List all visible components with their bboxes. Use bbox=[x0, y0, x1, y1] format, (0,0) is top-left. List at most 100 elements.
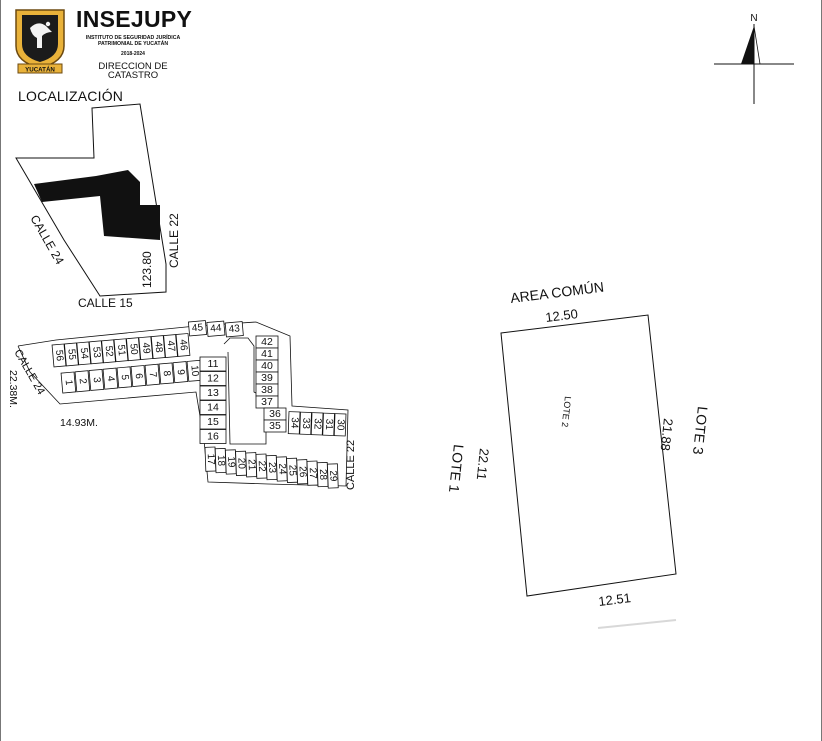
lot-number: 30 bbox=[334, 419, 345, 431]
lot-cell: 12 bbox=[199, 371, 227, 386]
lot-number: 29 bbox=[327, 470, 338, 482]
lot-number: 43 bbox=[228, 323, 240, 335]
dimension-front: 14.93M. bbox=[60, 417, 98, 429]
lot-number: 2 bbox=[77, 378, 88, 385]
north-arrow-icon: N bbox=[714, 13, 794, 104]
lot-number: 46 bbox=[177, 339, 189, 351]
lot-cell: 24 bbox=[275, 456, 288, 482]
south-side-dimension: 12.51 bbox=[598, 590, 632, 609]
lot-number: 52 bbox=[103, 345, 115, 357]
lot-number: 28 bbox=[317, 469, 328, 481]
lot-number: 4 bbox=[105, 375, 116, 382]
location-dimension: 123.80 bbox=[140, 251, 154, 288]
lot-number: 47 bbox=[165, 340, 177, 352]
lot-cell: 53 bbox=[88, 340, 104, 365]
lot-number: 12 bbox=[207, 373, 219, 385]
lot-cell: 32 bbox=[310, 412, 324, 436]
lot-number: 49 bbox=[140, 342, 152, 354]
lot-cell: 40 bbox=[255, 359, 279, 373]
lot-cell: 19 bbox=[224, 449, 237, 475]
area-common-label: AREA COMÚN bbox=[509, 279, 604, 306]
lot-number: 44 bbox=[210, 323, 222, 335]
lot-cell: 49 bbox=[138, 336, 154, 361]
lot-cell: 14 bbox=[199, 400, 227, 415]
lot-number: 15 bbox=[207, 416, 219, 428]
lot-cell: 20 bbox=[235, 450, 247, 476]
lot-number: 40 bbox=[261, 360, 273, 372]
lot-cell: 16 bbox=[199, 429, 227, 444]
location-street-west: CALLE 24 bbox=[27, 213, 67, 268]
location-street-south: CALLE 15 bbox=[78, 296, 133, 310]
lot-cell: 42 bbox=[255, 335, 279, 349]
lot-cell: 56 bbox=[51, 343, 67, 368]
lot-number: 10 bbox=[188, 365, 200, 377]
lot-number: 23 bbox=[266, 462, 277, 474]
lot-cell: 10 bbox=[186, 359, 203, 382]
lot-cell: 50 bbox=[126, 337, 141, 362]
lot-cell: 1 bbox=[60, 371, 77, 394]
shield-label: YUCATÁN bbox=[25, 67, 55, 74]
lot-cell: 47 bbox=[163, 334, 178, 358]
lot-cell: 5 bbox=[116, 366, 133, 389]
lot-cell: 41 bbox=[255, 347, 279, 361]
lot-cell: 23 bbox=[265, 454, 278, 481]
lot-number: 18 bbox=[215, 455, 226, 467]
lot-cell: 45 bbox=[187, 320, 207, 337]
north-label: N bbox=[750, 13, 757, 24]
lot-number: 22 bbox=[256, 460, 267, 472]
lot-number: 26 bbox=[297, 466, 308, 478]
lot-number: 16 bbox=[207, 431, 219, 443]
lot-cell: 48 bbox=[150, 335, 166, 359]
lot-cell: 9 bbox=[172, 361, 189, 384]
lot-number: 38 bbox=[261, 384, 273, 396]
lot-number: 35 bbox=[269, 420, 281, 432]
lot-number: 19 bbox=[225, 456, 236, 468]
lot-number: 1 bbox=[63, 379, 74, 386]
lot-cell: 18 bbox=[214, 447, 227, 474]
lot-number: 14 bbox=[207, 402, 219, 414]
lot-cell: 2 bbox=[74, 370, 91, 393]
lot-cell: 33 bbox=[299, 411, 312, 435]
lot-cell: 30 bbox=[333, 413, 347, 437]
lot-cell: 34 bbox=[287, 411, 301, 435]
subdivision-street-east: CALLE 22 bbox=[345, 440, 357, 490]
lot-cell: 3 bbox=[88, 368, 105, 391]
lot-cell: 22 bbox=[255, 453, 268, 479]
lot-cell: 51 bbox=[113, 338, 129, 363]
lot-number: 53 bbox=[90, 346, 102, 358]
lot-number: 24 bbox=[276, 463, 287, 475]
lot-cell: 27 bbox=[306, 460, 319, 486]
lot-cell: 38 bbox=[255, 383, 279, 397]
lot-number: 17 bbox=[205, 453, 216, 465]
lot-cell: 55 bbox=[64, 342, 79, 367]
lot-number: 50 bbox=[127, 343, 139, 355]
lot-cell: 46 bbox=[175, 333, 191, 357]
lot-number: 32 bbox=[311, 418, 322, 430]
lot-cell: 8 bbox=[158, 362, 175, 385]
lot-cell: 17 bbox=[204, 446, 217, 472]
north-side-dimension: 12.50 bbox=[545, 306, 579, 325]
lot-detail: AREA COMÚN 12.50 12.51 LOTE 2 22.11 21.8… bbox=[446, 279, 711, 629]
org-subtitle: INSTITUTO DE SEGURIDAD JURÍDICA PATRIMON… bbox=[85, 35, 181, 47]
lot-cell: 43 bbox=[224, 321, 244, 338]
lot-cell: 44 bbox=[206, 320, 226, 337]
location-map: CALLE 24 CALLE 22 123.80 CALLE 15 bbox=[15, 103, 181, 310]
lot-number: 37 bbox=[261, 396, 273, 408]
lot-cell: 29 bbox=[326, 463, 339, 489]
lot-cell: 54 bbox=[76, 341, 92, 366]
lot-number: 7 bbox=[147, 371, 158, 378]
lot-cell: 25 bbox=[286, 457, 298, 483]
lot-number: 11 bbox=[208, 358, 219, 370]
lot-number: 42 bbox=[261, 336, 273, 348]
lot-cell: 21 bbox=[245, 452, 258, 478]
lot-cell: 28 bbox=[316, 461, 329, 488]
location-title: LOCALIZACIÓN bbox=[18, 88, 124, 104]
lot-cell: 39 bbox=[255, 371, 279, 385]
east-neighbor-label: LOTE 3 bbox=[690, 406, 711, 456]
lot-number: 56 bbox=[53, 349, 65, 361]
page-border-left bbox=[0, 0, 1, 741]
lot-number: 20 bbox=[235, 458, 246, 470]
org-period: 2018-2024 bbox=[121, 51, 145, 57]
